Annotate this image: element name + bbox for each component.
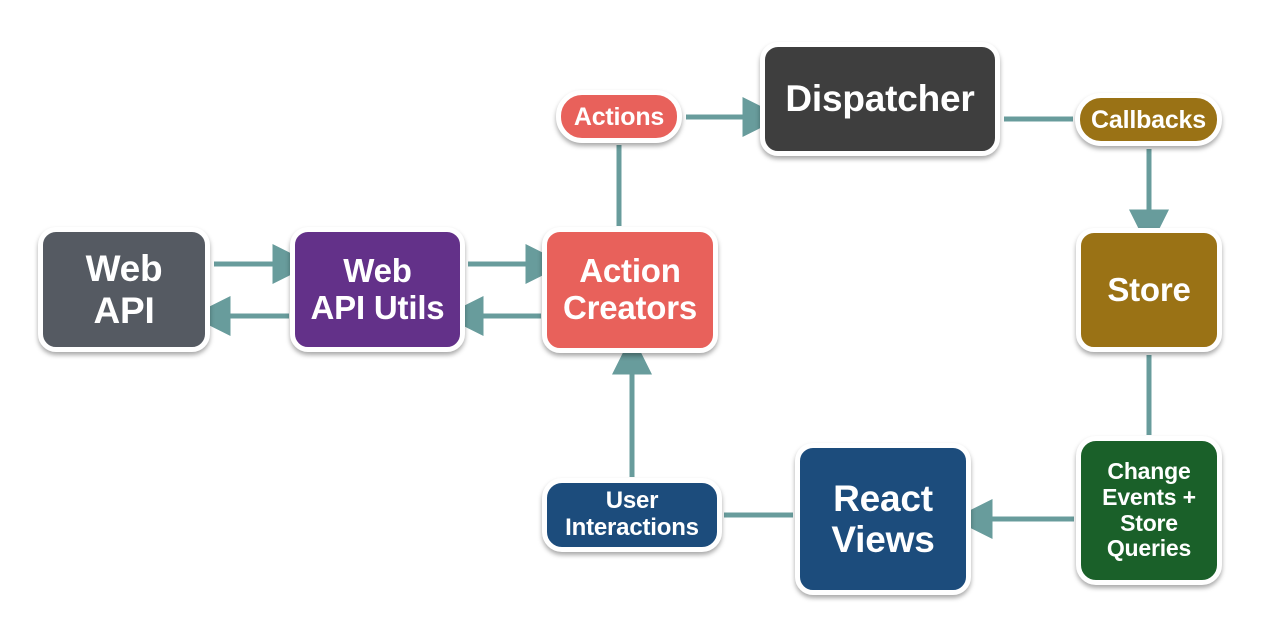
node-dispatcher[interactable]: Dispatcher	[760, 42, 1000, 156]
node-callbacks[interactable]: Callbacks	[1075, 93, 1222, 146]
node-dispatcher-label: Dispatcher	[785, 78, 975, 120]
node-store-label: Store	[1107, 270, 1191, 308]
node-callbacks-label: Callbacks	[1091, 105, 1206, 134]
node-actions-label: Actions	[573, 102, 665, 131]
node-store[interactable]: Store	[1076, 228, 1222, 352]
node-actions[interactable]: Actions	[556, 90, 682, 143]
